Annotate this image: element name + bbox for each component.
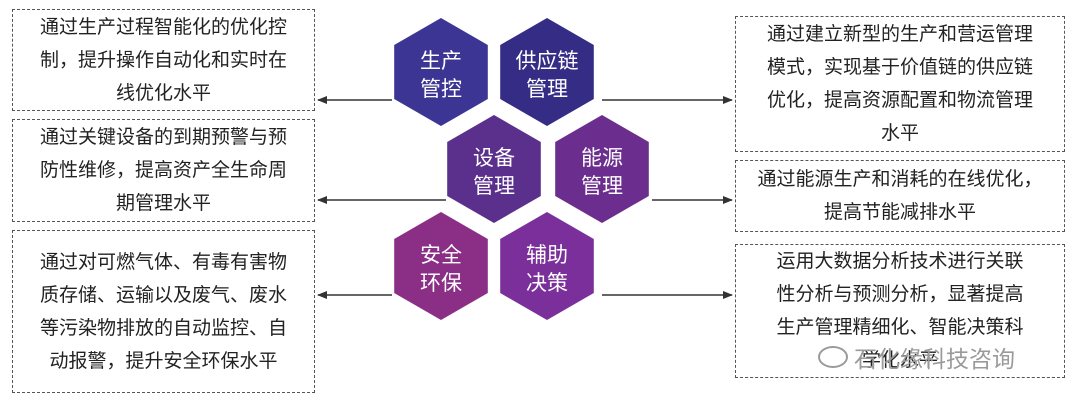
hexagon-shape: [394, 18, 488, 126]
box-line: 防性维修，提高资产全生命周: [39, 159, 287, 181]
hexagon-label: 管控: [420, 77, 462, 101]
hexagon-label: 管理: [526, 77, 568, 101]
box-line: 线优化水平: [115, 81, 211, 104]
hexagon-label: 管理: [581, 174, 623, 198]
hexagon-label: 供应链: [516, 49, 579, 73]
hexagon-shape: [500, 212, 594, 320]
watermark: 石化缘科技咨询: [818, 340, 1015, 374]
hexagon-shape: [394, 212, 488, 320]
box-line: 通过关键设备的到期预警与预: [39, 126, 287, 148]
box-line: 运用大数据分析技术进行关联: [776, 250, 1024, 272]
hexagon-label: 设备: [473, 146, 515, 170]
hexagon-label: 环保: [420, 271, 462, 295]
hexagon-shape: [500, 18, 594, 126]
wechat-icon: [818, 346, 848, 368]
box-line: 制，提升操作自动化和实时在: [39, 48, 287, 71]
box-line: 水平: [880, 122, 919, 144]
box-line: 学化水平: [861, 349, 938, 371]
box-line: 质存储、运输以及废气、废水: [39, 283, 287, 306]
hexagon-label: 决策: [526, 271, 568, 295]
box-line: 生产管理精细化、智能决策科: [776, 316, 1024, 338]
box-line: 提高节能减排水平: [823, 201, 976, 223]
left-box-equipment: 通过关键设备的到期预警与预防性维修，提高资产全生命周期管理水平: [12, 119, 315, 222]
box-line: 模式，实现基于价值链的供应链: [766, 56, 1033, 78]
watermark-text: 石化缘科技咨询: [854, 347, 1015, 373]
hexagon-shape: [447, 115, 541, 223]
left-box-production: 通过生产过程智能化的优化控制，提升操作自动化和实时在线优化水平: [12, 9, 315, 111]
right-box-supply-chain: 通过建立新型的生产和营运管理模式，实现基于价值链的供应链优化，提高资源配置和物流…: [735, 16, 1065, 152]
box-line: 等污染物排放的自动监控、自: [39, 316, 287, 339]
hexagon-label: 管理: [473, 174, 515, 198]
box-line: 动报警，提升安全环保水平: [49, 349, 278, 372]
hexagon-label: 安全: [420, 243, 462, 267]
box-line: 期管理水平: [115, 192, 211, 214]
box-line: 通过建立新型的生产和营运管理: [766, 23, 1033, 45]
box-line: 通过生产过程智能化的优化控: [39, 15, 287, 38]
hexagon-shape: [555, 115, 649, 223]
hexagon-safety-environment: 安全环保: [394, 212, 488, 320]
right-box-decision: 运用大数据分析技术进行关联性分析与预测分析，显著提高生产管理精细化、智能决策科学…: [735, 244, 1065, 378]
box-line: 通过能源生产和消耗的在线优化，: [757, 168, 1043, 190]
hexagon-label: 生产: [420, 49, 462, 73]
box-line: 优化，提高资源配置和物流管理: [766, 89, 1033, 111]
hexagon-label: 辅助: [526, 243, 568, 267]
left-box-safety: 通过对可燃气体、有毒有害物质存储、运输以及废气、废水等污染物排放的自动监控、自动…: [12, 230, 315, 393]
hexagon-label: 能源: [581, 146, 623, 170]
box-line: 通过对可燃气体、有毒有害物: [39, 250, 287, 273]
box-line: 性分析与预测分析，显著提高: [776, 283, 1024, 305]
right-box-energy: 通过能源生产和消耗的在线优化， 提高节能减排水平: [735, 160, 1065, 232]
